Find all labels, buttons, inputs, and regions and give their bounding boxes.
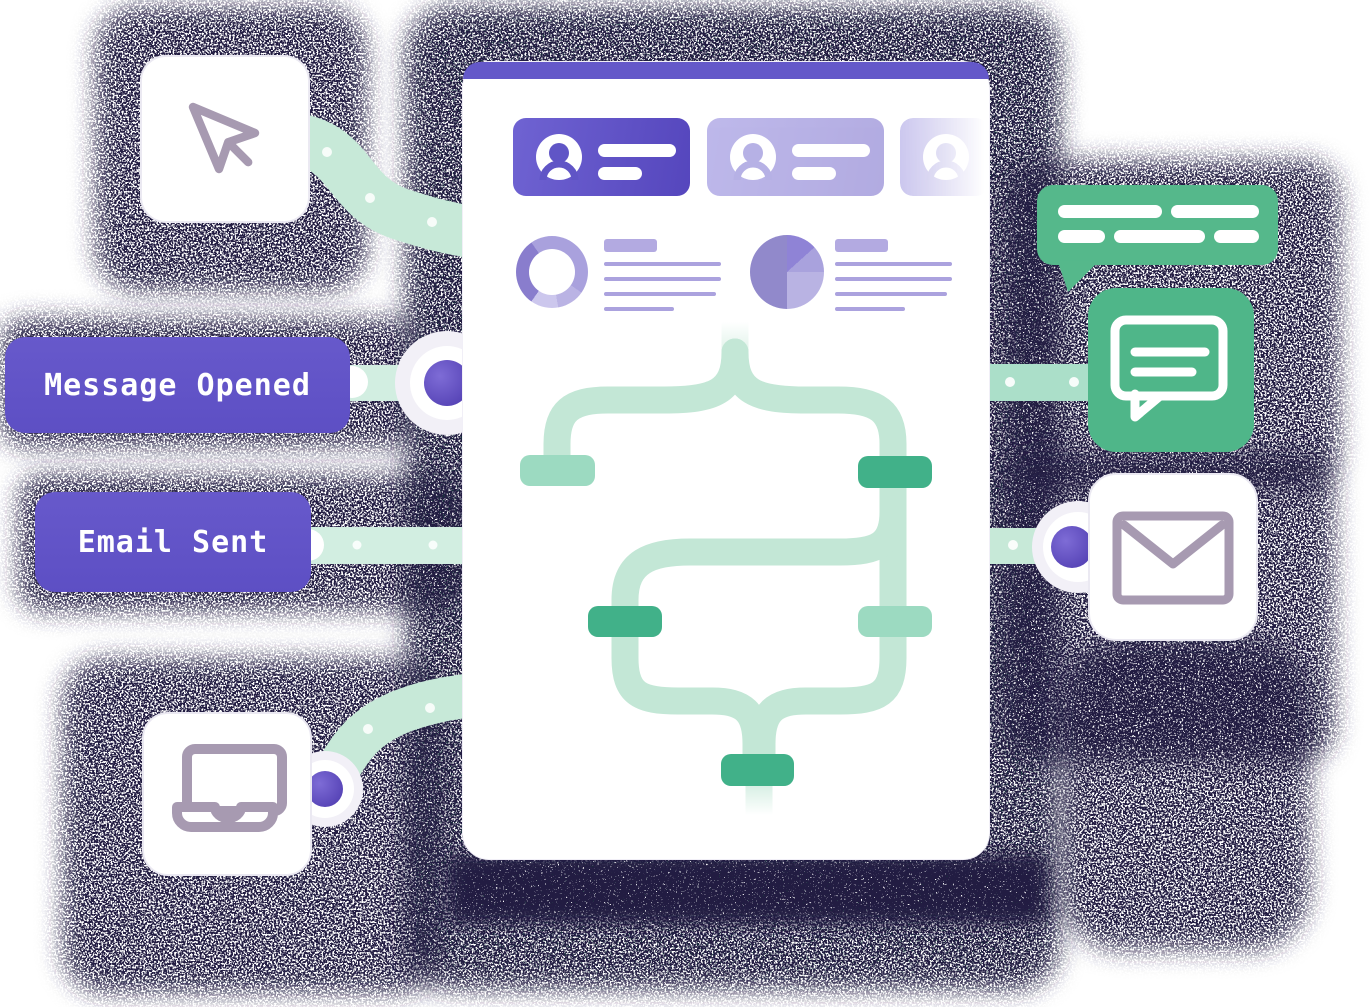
placeholder-line (1058, 205, 1162, 218)
flow-node-light-1 (520, 455, 595, 486)
laptop-card (142, 712, 312, 876)
flow-branch-left (543, 338, 749, 472)
flow-branch-right (721, 338, 907, 474)
placeholder-line (1171, 205, 1259, 218)
placeholder-line (1058, 230, 1105, 243)
flow-node-light-2 (858, 606, 932, 637)
app-window-card (463, 62, 989, 859)
bubble-text-row (1058, 230, 1278, 243)
flow-cross-left (611, 471, 907, 622)
laptop-icon (172, 744, 287, 832)
flow-node-dark-2 (588, 606, 662, 637)
speech-bubble (1037, 185, 1278, 265)
chat-card (1088, 288, 1254, 452)
flow-step-nodes (520, 455, 932, 786)
envelope-icon (1112, 511, 1234, 605)
flow-merge-right (748, 619, 907, 770)
chat-bubble-icon (1110, 315, 1228, 422)
mouse-pointer-icon (188, 102, 260, 174)
email-sent-text: Email Sent (77, 524, 269, 560)
pipe-email-sent (298, 527, 472, 564)
grain-shadow-envelope-lower (1060, 640, 1310, 950)
placeholder-line (1114, 230, 1205, 243)
message-opened-text: Message Opened (44, 367, 311, 403)
pipe-cursor-to-card (276, 114, 498, 258)
flow-merge-left (611, 619, 770, 770)
event-label-email-sent: Email Sent (35, 492, 311, 592)
flow-node-dark-1 (858, 456, 932, 488)
workflow-branch-diagram (520, 308, 932, 826)
cursor-card (140, 55, 310, 223)
node-laptop-core (307, 771, 343, 807)
node-envelope-core (1051, 526, 1093, 568)
pipe-to-chat-card (985, 364, 1092, 401)
event-label-message-opened: Message Opened (5, 337, 350, 433)
flow-node-dark-3 (721, 754, 794, 786)
placeholder-line (1214, 230, 1259, 243)
grain-shadow-card-bottom (448, 854, 1048, 924)
bubble-text-row (1058, 205, 1278, 218)
envelope-card (1088, 473, 1258, 641)
